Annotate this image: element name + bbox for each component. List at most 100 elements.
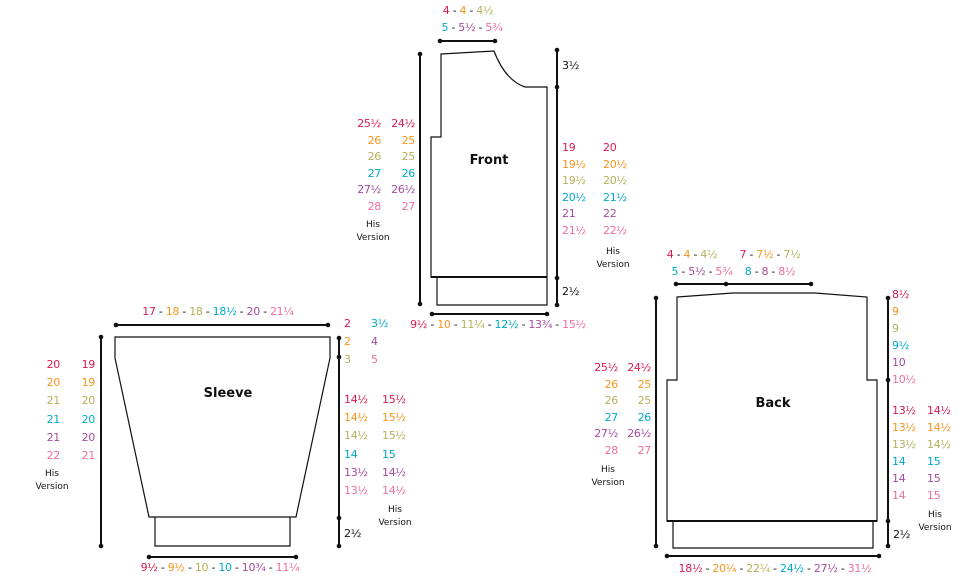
size-measurement: 28 — [604, 443, 619, 457]
separator: - — [179, 305, 190, 318]
size-measurement: 15½ — [382, 429, 406, 443]
separator: - — [690, 248, 701, 261]
size-measurement: 19½ — [562, 174, 586, 188]
size-measurement: 18½ — [678, 562, 703, 575]
back-piece — [666, 292, 878, 549]
sleeve-rib-measure: 2½ — [344, 527, 362, 540]
separator: - — [773, 248, 784, 261]
size-measurement: 20¼ — [712, 562, 737, 575]
front-neck-measure-1: 4 - 4 - 4½ — [443, 5, 494, 16]
size-measurement: 8 — [761, 265, 769, 278]
separator: - — [803, 562, 814, 575]
size-measurement: 9½ — [140, 561, 158, 574]
separator: - — [208, 561, 219, 574]
size-measurement: 5¾ — [485, 21, 503, 34]
back-dimension-dots — [653, 281, 891, 559]
separator: - — [678, 265, 689, 278]
size-measurement: 14½ — [382, 483, 406, 497]
size-measurement: 22¼ — [746, 562, 770, 575]
size-measurement: 13½ — [892, 421, 916, 434]
sleeve-dimension-lines — [100, 324, 340, 558]
size-measurement: 14½ — [344, 393, 368, 406]
size-measurement: 21 — [46, 430, 61, 444]
size-measurement: 14½ — [927, 438, 951, 451]
size-measurement: 10 — [892, 356, 906, 369]
size-measurement: 10¾ — [241, 561, 266, 574]
size-measurement: 20 — [46, 376, 61, 390]
size-measurement: 14½ — [382, 465, 406, 479]
size-measurement: 7 — [739, 248, 747, 261]
size-measurement: 31½ — [847, 562, 872, 575]
sleeve-cuff — [154, 517, 291, 547]
size-measurement: 5 — [441, 21, 449, 34]
size-measurement: 15 — [927, 472, 941, 485]
size-measurement: 5½ — [458, 21, 476, 34]
size-measurement: 7½ — [756, 248, 774, 261]
separator: - — [259, 305, 270, 318]
separator: - — [202, 305, 213, 318]
size-measurement: 14 — [892, 489, 906, 502]
size-measurement: 25½ — [357, 117, 381, 130]
size-measurement: 20 — [81, 394, 96, 408]
size-measurement: 27½ — [357, 183, 381, 197]
back-label: Back — [755, 396, 791, 411]
size-measurement: 15 — [927, 455, 941, 468]
size-measurement: 13¾ — [528, 318, 553, 331]
size-measurement: 4½ — [700, 248, 718, 261]
separator: - — [768, 265, 779, 278]
size-measurement: 4 — [442, 4, 450, 17]
size-measurement: 13½ — [344, 465, 368, 479]
size-measurement: 15½ — [382, 393, 406, 406]
size-measurement: 18½ — [212, 305, 237, 318]
size-measurement: 21 — [46, 394, 61, 408]
separator: - — [837, 562, 848, 575]
size-measurement: 2 — [344, 335, 351, 349]
size-measurement: 3½ — [371, 317, 389, 330]
separator: - — [265, 561, 276, 574]
size-measurement: 25 — [637, 394, 652, 408]
size-measurement: 8½ — [778, 265, 796, 278]
sleeve-label: Sleeve — [203, 386, 253, 401]
size-measurement: 10 — [218, 561, 232, 574]
size-measurement: 21 — [81, 448, 96, 462]
back-rib-measure: 2½ — [893, 528, 911, 541]
size-measurement: 20½ — [603, 157, 627, 171]
size-measurement: 5 — [671, 265, 679, 278]
size-measurement: 21½ — [562, 223, 586, 237]
size-measurement: 4½ — [476, 4, 494, 17]
size-measurement: 15 — [927, 489, 941, 502]
front-neck-measure-2: 5 - 5½ - 5¾ — [442, 22, 503, 33]
separator: - — [236, 305, 247, 318]
size-measurement: 19 — [81, 376, 96, 390]
size-measurement: 21 — [46, 412, 61, 426]
back-neck-measure-2: 8 - 8 - 8½ — [745, 266, 796, 277]
size-measurement: 27 — [401, 199, 416, 213]
size-measurement: 19 — [81, 358, 96, 371]
size-measurement: 10½ — [892, 373, 916, 386]
size-measurement: 8 — [744, 265, 752, 278]
size-measurement: 28 — [367, 199, 382, 213]
size-measurement: 27 — [637, 443, 652, 457]
size-measurement: 14 — [892, 472, 906, 485]
size-measurement: 26 — [604, 377, 619, 391]
back-body-outline — [666, 292, 878, 522]
size-measurement: 10 — [194, 561, 209, 574]
front-dimension-dots — [417, 38, 560, 317]
size-measurement: 17 — [142, 305, 156, 318]
size-measurement: 22½ — [603, 223, 627, 237]
size-measurement: 26 — [401, 166, 416, 180]
separator: - — [155, 305, 166, 318]
size-measurement: 5½ — [688, 265, 706, 278]
size-measurement: 14½ — [927, 404, 951, 417]
size-measurement: 22 — [46, 448, 61, 462]
